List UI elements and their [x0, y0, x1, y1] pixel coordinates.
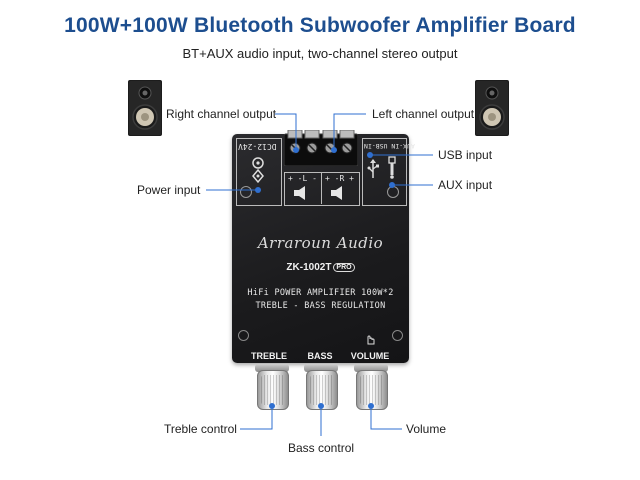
right-terminal-label: + -R +: [325, 174, 354, 183]
bass-knob[interactable]: [306, 370, 338, 410]
model-badge: PRO: [333, 263, 355, 272]
model-text: ZK-1002T: [286, 262, 332, 273]
treble-knob[interactable]: [257, 370, 289, 410]
page-subtitle: BT+AUX audio input, two-channel stereo o…: [182, 46, 458, 61]
knob-cap-volume: [354, 364, 388, 372]
knob-cap-bass: [304, 364, 338, 372]
usb-icon: [367, 159, 379, 178]
dc-input-area: [236, 138, 282, 206]
speaker-icon-right: [128, 80, 162, 136]
label-usb-input: USB input: [438, 148, 493, 162]
speaker-output-area: [284, 172, 360, 206]
usb-aux-area: [362, 138, 407, 206]
mount-hole: [238, 330, 249, 341]
label-aux-input: AUX input: [438, 178, 493, 192]
speaker-icon-left: [475, 80, 509, 136]
knob-cap-treble: [255, 364, 289, 372]
divider: [321, 172, 322, 204]
left-terminal-label: + -L -: [288, 174, 317, 183]
page-title: 100W+100W Bluetooth Subwoofer Amplifier …: [64, 14, 576, 37]
knob-label-treble: TREBLE: [251, 351, 287, 361]
brand-name: Arraroun Audio: [257, 234, 384, 252]
amplifier-board: DC12-24V + -L - + -R + AUX-IN USB-IN Arr…: [232, 130, 415, 363]
dc-power-icon: [252, 157, 264, 184]
knob-label-bass: BASS: [307, 351, 333, 361]
mount-hole: [240, 186, 252, 198]
speaker-terminal-block: [284, 130, 358, 166]
aux-jack-icon: [388, 156, 396, 179]
label-bass-control: Bass control: [288, 441, 355, 455]
label-treble-control: Treble control: [164, 422, 237, 436]
speaker-output-icon-right: [331, 186, 342, 200]
label-right-channel-output: Right channel output: [166, 107, 277, 121]
speaker-output-icon-left: [294, 186, 305, 200]
label-volume: Volume: [406, 422, 447, 436]
label-power-input: Power input: [137, 183, 201, 197]
label-left-channel-output: Left channel output: [372, 107, 475, 121]
mount-hole: [392, 330, 403, 341]
knob-label-volume: VOLUME: [350, 351, 390, 361]
spec-line-2: TREBLE - BASS REGULATION: [255, 301, 386, 311]
hand-icon: [367, 335, 375, 345]
spec-line-1: HiFi POWER AMPLIFIER 100W*2: [247, 288, 394, 298]
